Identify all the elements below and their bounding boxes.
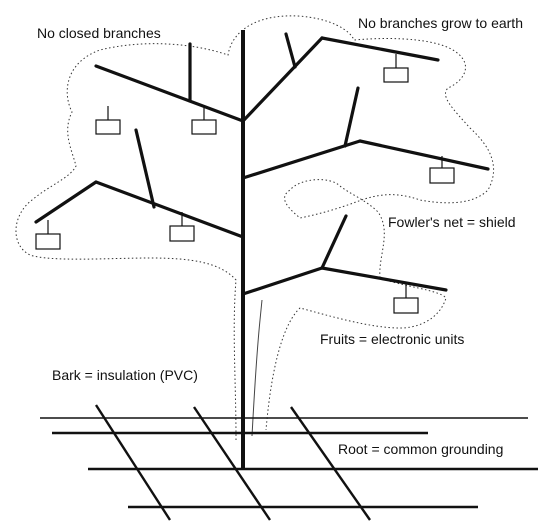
branches <box>34 32 490 296</box>
label-fowlers-net: Fowler's net = shield <box>388 214 516 230</box>
ground-lines <box>40 417 538 509</box>
electronic-unit <box>393 297 419 314</box>
label-no-branches-to-earth: No branches grow to earth <box>358 15 523 31</box>
label-no-closed-branches: No closed branches <box>37 25 161 41</box>
bark-outline <box>251 299 263 437</box>
electronic-unit <box>35 233 61 250</box>
electronic-unit <box>169 225 195 242</box>
electronic-unit <box>191 119 217 135</box>
root-lines <box>94 404 371 521</box>
electronic-unit <box>429 167 455 184</box>
electronic-unit <box>95 119 121 135</box>
label-bark: Bark = insulation (PVC) <box>52 367 198 383</box>
label-fruits: Fruits = electronic units <box>320 331 464 347</box>
label-root: Root = common grounding <box>338 441 503 457</box>
electronic-unit <box>383 67 409 83</box>
fruits <box>35 54 455 314</box>
